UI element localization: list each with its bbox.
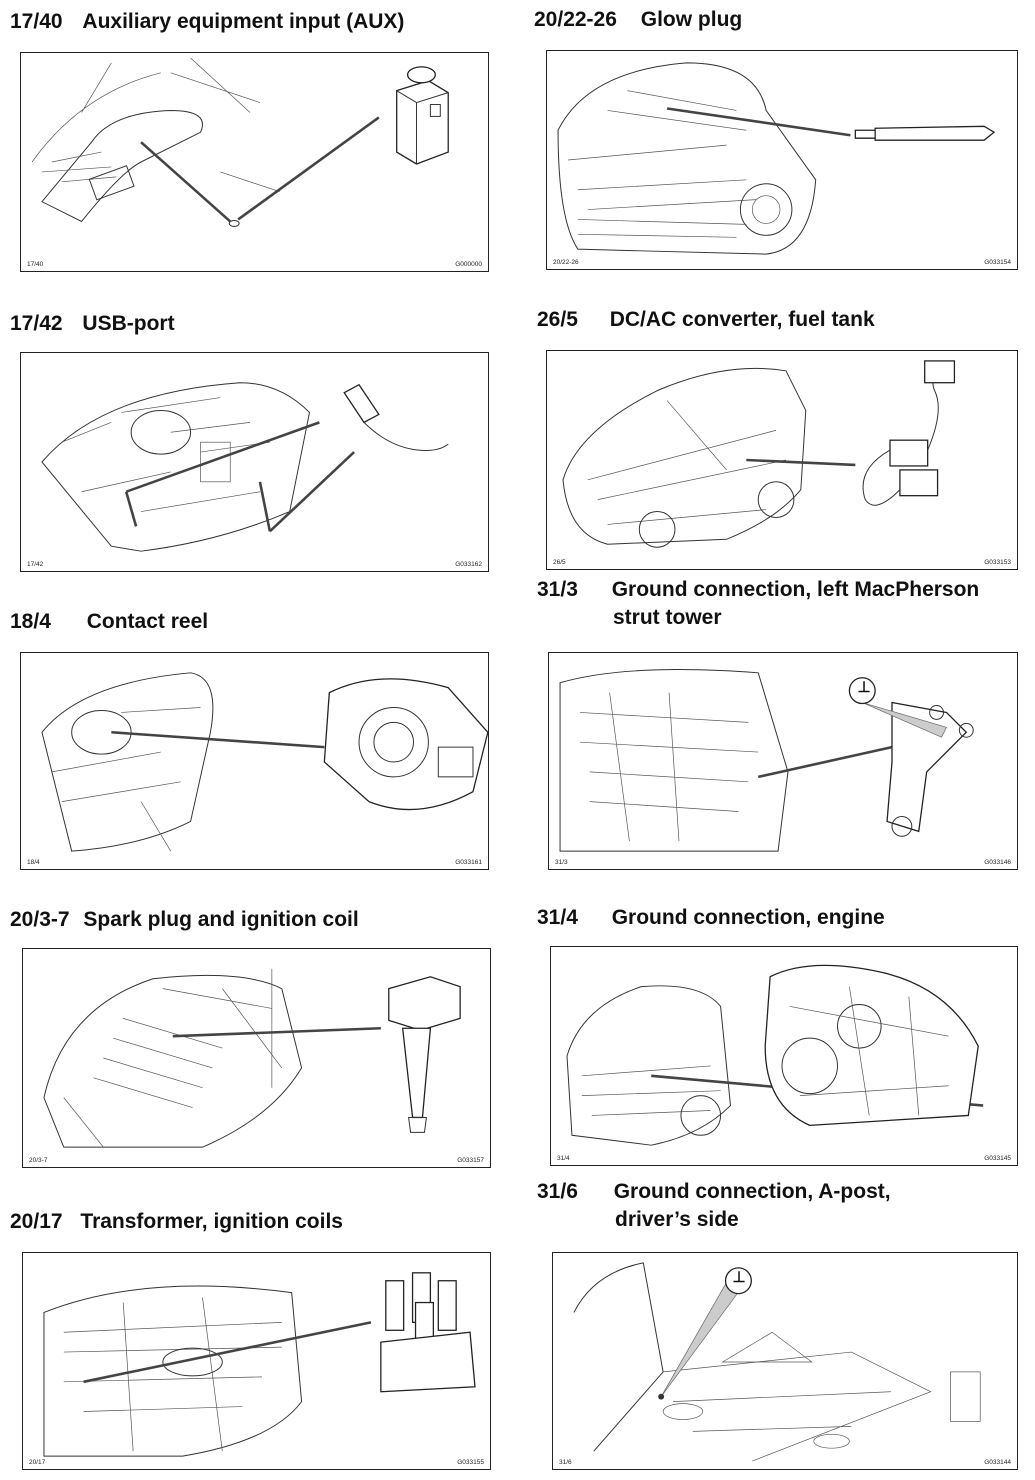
section-label: Auxiliary equipment input (AUX)	[82, 10, 405, 33]
illustration-transformer: 20/17 G033155	[22, 1252, 491, 1470]
figure-code: 17/40	[27, 261, 44, 268]
figure-id: G033154	[984, 259, 1011, 266]
ground-symbol-icon	[559, 669, 974, 852]
figure-code: 20/22-26	[553, 259, 579, 266]
section-label: Ground connection, engine	[611, 906, 885, 929]
section-title-ground-strut-line2: strut tower	[613, 604, 722, 632]
section-title-glow-plug: 20/22-26 Glow plug	[534, 6, 742, 34]
aux-input-icon	[31, 57, 449, 227]
figure-code: 20/3-7	[29, 1157, 48, 1164]
section-title-transformer: 20/17 Transformer, ignition coils	[10, 1208, 343, 1236]
section-title-ground-a-post-line2: driver’s side	[615, 1206, 739, 1234]
figure-id: G033144	[984, 1459, 1011, 1466]
illustration-ground-a-post: ⊥ 31/6 G033144	[552, 1252, 1018, 1470]
connector-icon	[562, 360, 956, 548]
figure-id: G033146	[984, 859, 1011, 866]
section-number: 18/4	[10, 610, 51, 633]
section-title-ground-strut: 31/3 Ground connection, left MacPherson	[537, 576, 979, 604]
figure-id: G033157	[457, 1157, 484, 1164]
illustration-ground-engine: 31/4 G033145	[550, 946, 1018, 1166]
glow-plug-icon	[557, 62, 996, 255]
ignition-coil-icon	[43, 968, 461, 1148]
section-label: Spark plug and ignition coil	[83, 908, 359, 931]
ground-symbol-label: ⊥	[732, 1269, 746, 1286]
illustration-dc-ac-converter: 26/5 G033153	[546, 350, 1018, 570]
section-number: 31/3	[537, 578, 578, 601]
section-label: strut tower	[613, 606, 722, 629]
engine-icon	[566, 964, 984, 1146]
section-label: Ground connection, A-post,	[613, 1180, 891, 1203]
section-label: Transformer, ignition coils	[80, 1210, 343, 1233]
section-number: 31/6	[537, 1180, 578, 1203]
section-label: driver’s side	[615, 1208, 739, 1231]
figure-code: 31/3	[555, 859, 568, 866]
figure-code: 18/4	[27, 859, 40, 866]
section-number: 26/5	[537, 308, 578, 331]
figure-id: G033161	[455, 859, 482, 866]
illustration-spark-plug: 20/3-7 G033157	[22, 948, 491, 1168]
section-title-ground-a-post: 31/6 Ground connection, A-post,	[537, 1178, 891, 1206]
contact-reel-icon	[41, 672, 488, 852]
section-number: 20/3-7	[10, 908, 70, 931]
illustration-aux: 17/40 G000000	[20, 52, 489, 272]
section-label: USB-port	[82, 312, 175, 335]
illustration-usb: 17/42 G033162	[20, 352, 489, 572]
section-title-dc-ac-converter: 26/5 DC/AC converter, fuel tank	[537, 306, 875, 334]
section-number: 17/40	[10, 10, 63, 33]
ground-symbol-label: ⊥	[857, 679, 871, 696]
section-number: 20/22-26	[534, 8, 617, 31]
section-title-spark-plug: 20/3-7 Spark plug and ignition coil	[10, 906, 359, 934]
usb-plug-icon	[41, 382, 449, 552]
illustration-contact-reel: 18/4 G033161	[20, 652, 489, 870]
figure-id: G033153	[984, 559, 1011, 566]
section-label: DC/AC converter, fuel tank	[609, 308, 875, 331]
figure-id: G033155	[457, 1459, 484, 1466]
section-title-contact-reel: 18/4 Contact reel	[10, 608, 208, 636]
illustration-ground-strut: ⊥ 31/3 G033146	[548, 652, 1018, 870]
ground-symbol-icon	[573, 1262, 981, 1462]
section-title-ground-engine: 31/4 Ground connection, engine	[537, 904, 885, 932]
section-number: 17/42	[10, 312, 63, 335]
section-number: 31/4	[537, 906, 578, 929]
ignition-transformer-icon	[43, 1272, 476, 1457]
figure-id: G000000	[455, 261, 482, 268]
figure-code: 26/5	[553, 559, 566, 566]
figure-code: 17/42	[27, 561, 44, 568]
section-title-usb: 17/42 USB-port	[10, 310, 175, 338]
figure-code: 31/4	[557, 1155, 570, 1162]
section-number: 20/17	[10, 1210, 63, 1233]
figure-id: G033145	[984, 1155, 1011, 1162]
figure-code: 20/17	[29, 1459, 46, 1466]
section-title-aux: 17/40 Auxiliary equipment input (AUX)	[10, 8, 404, 36]
section-label: Ground connection, left MacPherson	[611, 578, 980, 601]
section-label: Contact reel	[86, 610, 209, 633]
section-label: Glow plug	[640, 8, 743, 31]
figure-code: 31/6	[559, 1459, 572, 1466]
figure-id: G033162	[455, 561, 482, 568]
illustration-glow-plug: 20/22-26 G033154	[546, 50, 1018, 270]
